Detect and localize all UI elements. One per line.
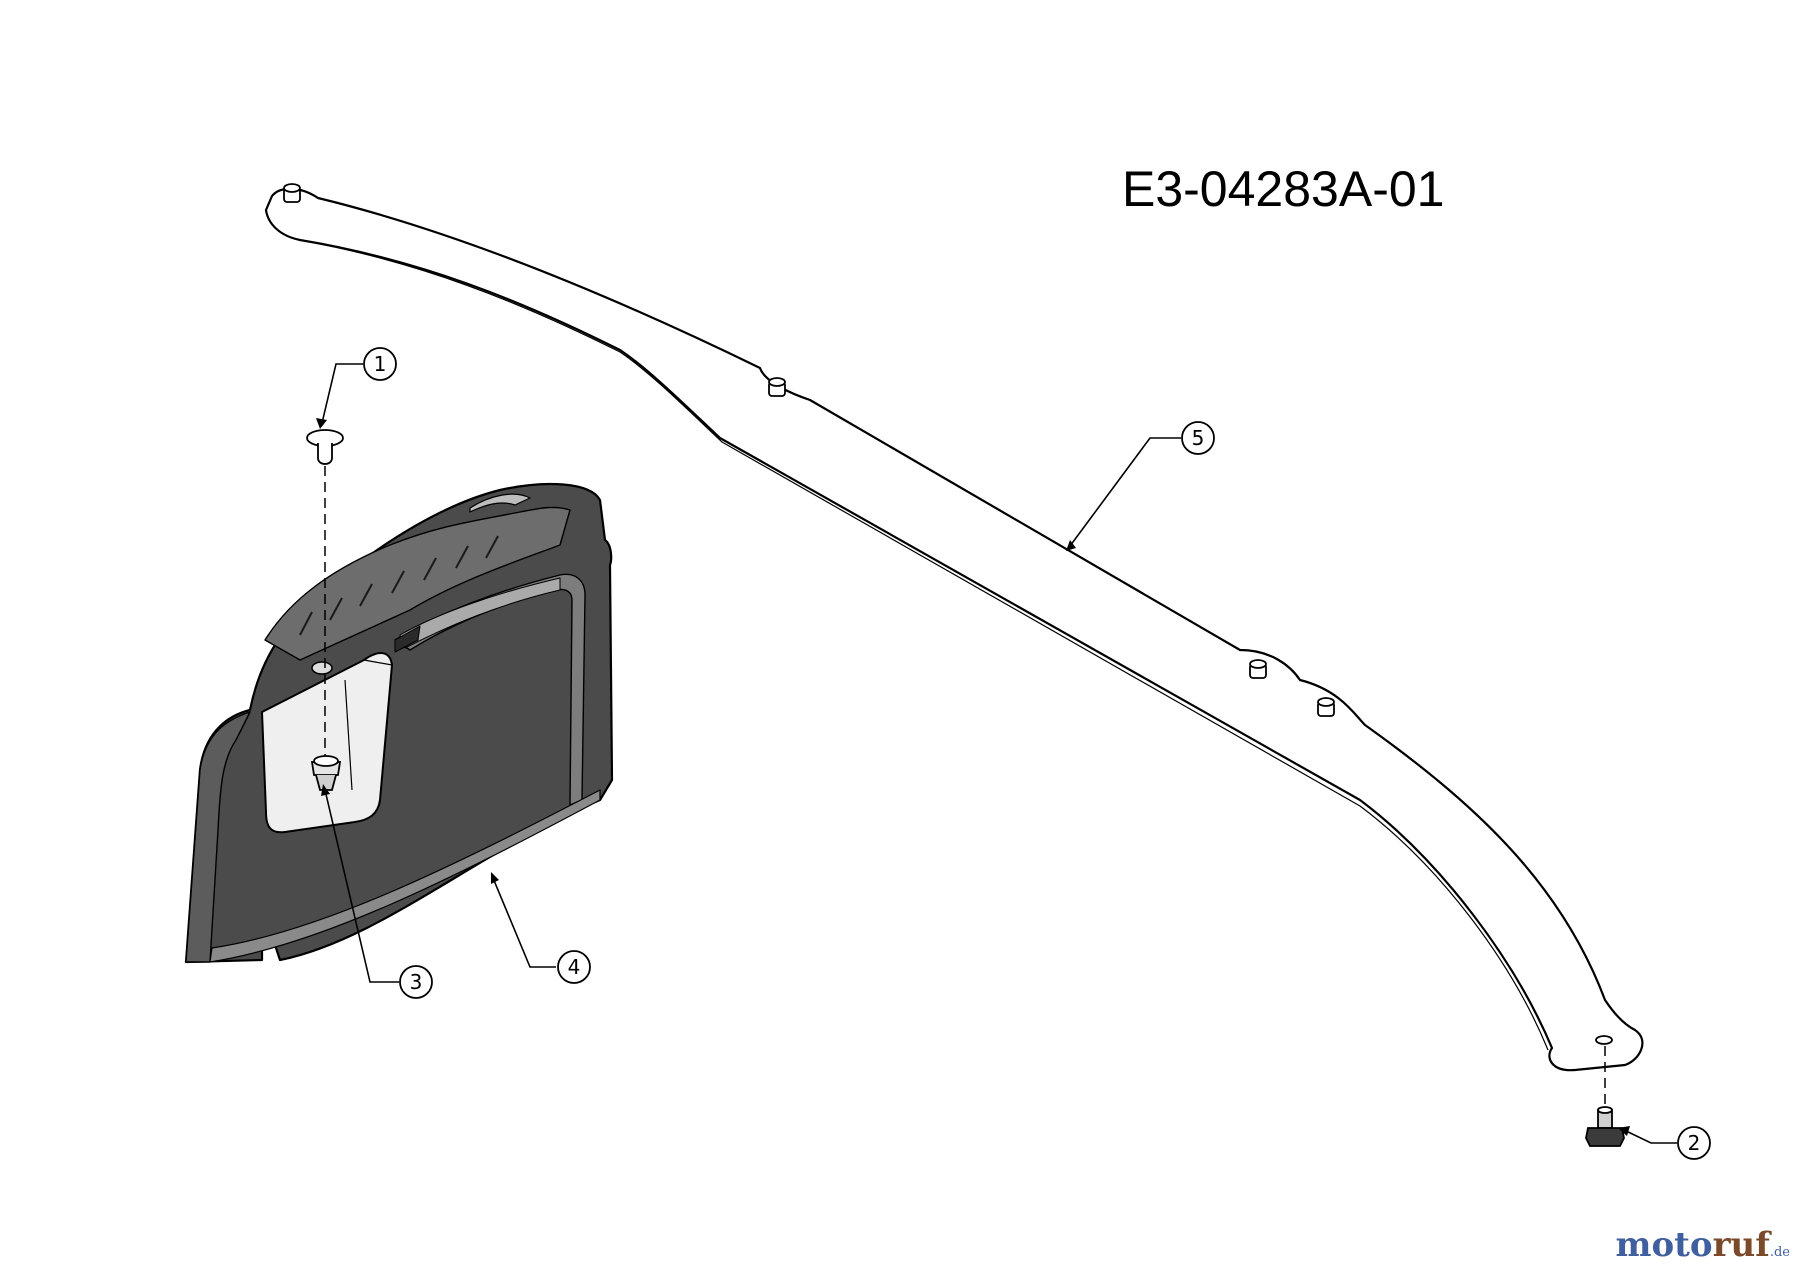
callout-label: 2 <box>1688 1131 1701 1155</box>
rail-peg <box>1249 659 1267 679</box>
side-rail <box>264 187 1644 1072</box>
callout-5: 5 <box>1181 421 1215 455</box>
arrowhead <box>1618 1126 1630 1136</box>
rail-peg <box>768 377 786 397</box>
callout-label: 1 <box>374 352 387 376</box>
rail-hole <box>1595 1035 1613 1045</box>
callout-leader-1 <box>321 363 363 424</box>
callout-label: 3 <box>410 970 423 994</box>
callout-4: 4 <box>557 950 591 984</box>
push-rivet <box>306 429 344 465</box>
brand-logo: motoruf.de <box>1616 1225 1790 1265</box>
callout-label: 5 <box>1192 426 1205 450</box>
arrowhead <box>316 418 327 429</box>
brand-part-b: ruf <box>1712 1225 1770 1265</box>
arrowhead <box>491 872 499 884</box>
brand-tld: .de <box>1769 1245 1790 1260</box>
rail-peg <box>1317 697 1335 717</box>
drawing-code: E3-04283A-01 <box>1122 161 1445 217</box>
callout-2: 2 <box>1677 1126 1711 1160</box>
callout-leader-3 <box>324 789 399 983</box>
arrowhead <box>1066 540 1076 551</box>
shoulder-bolt <box>1585 1106 1625 1147</box>
callout-leader-5 <box>1069 437 1181 547</box>
callout-leader-4 <box>492 877 556 968</box>
clip-nut <box>310 755 342 791</box>
callout-3: 3 <box>399 965 433 999</box>
brand-part-a: moto <box>1615 1225 1713 1265</box>
callout-1: 1 <box>363 347 397 381</box>
rail-peg <box>283 183 301 203</box>
callout-leader-2 <box>1623 1129 1677 1144</box>
callout-label: 4 <box>568 955 581 979</box>
arrowhead <box>321 784 330 796</box>
cover <box>184 482 614 964</box>
